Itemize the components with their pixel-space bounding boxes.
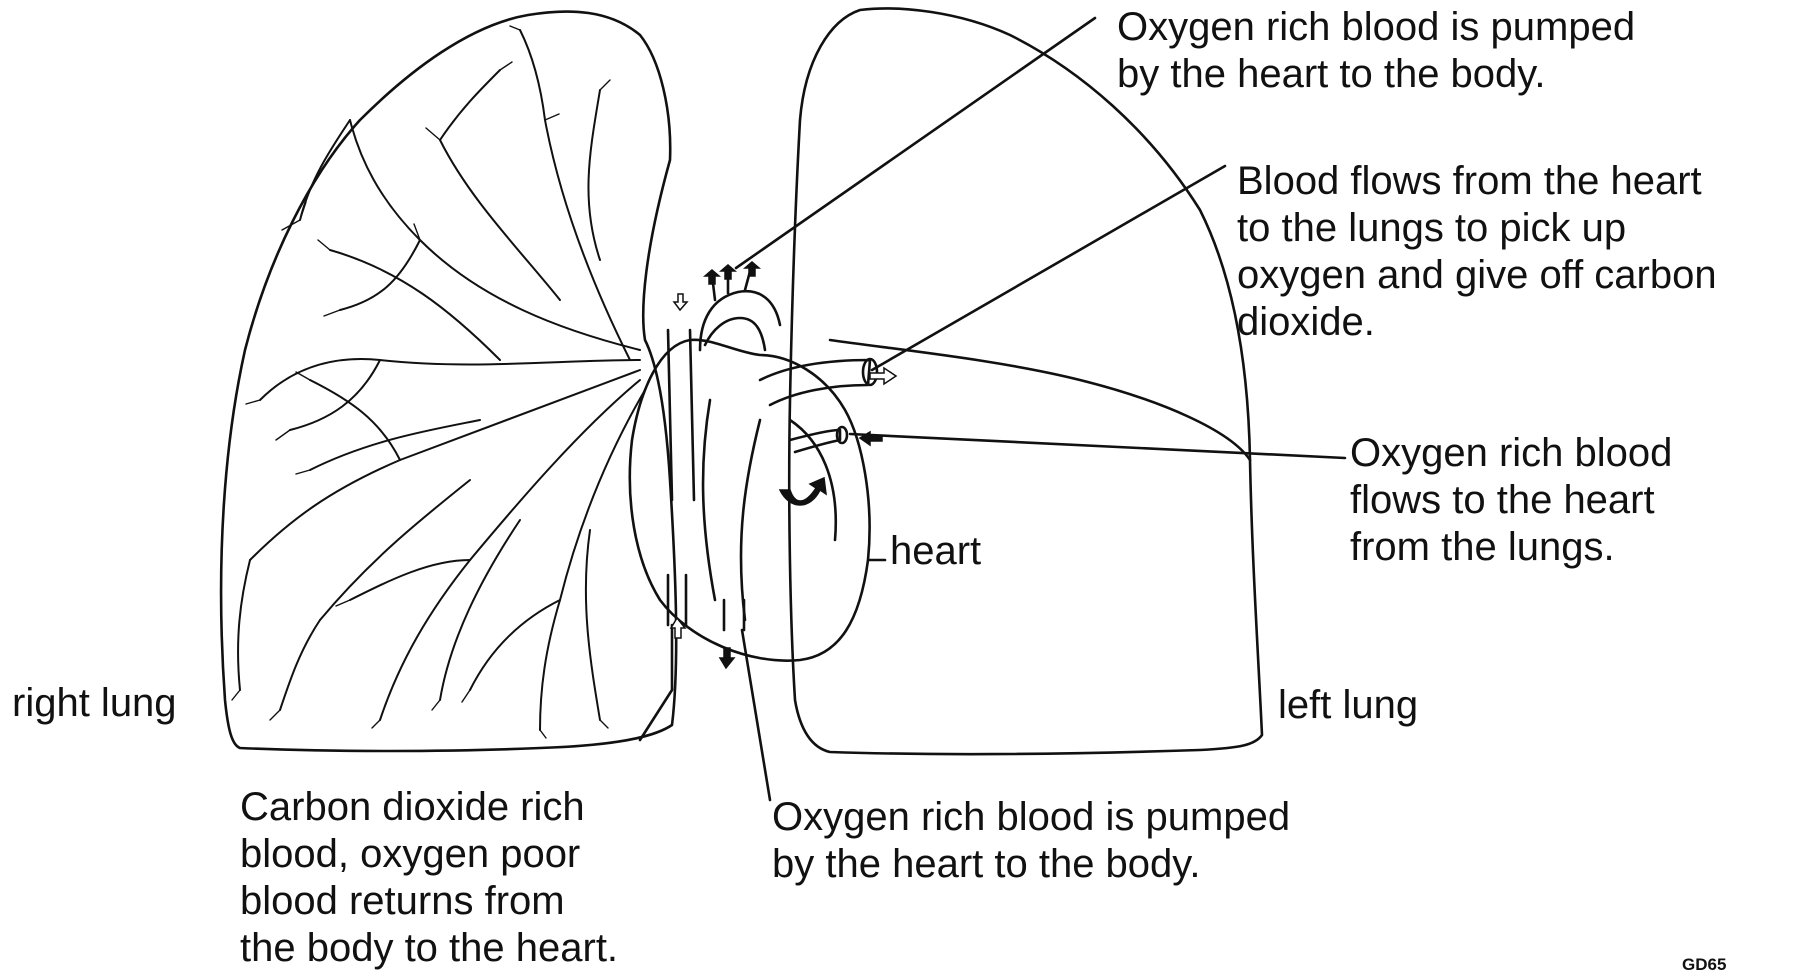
label-line: dioxide. — [1237, 299, 1717, 346]
pointer-mid-right — [872, 166, 1225, 370]
arrow-vena-down — [674, 294, 687, 310]
pointer-lower-right — [850, 434, 1345, 458]
label-lower-right: Oxygen rich blood flows to the heart fro… — [1350, 430, 1672, 571]
label-line: by the heart to the body. — [1117, 51, 1635, 98]
label-line: the body to the heart. — [240, 925, 618, 972]
right-lung-vessels — [238, 30, 645, 730]
pointer-bottom-center — [742, 630, 770, 800]
pulmonary-artery — [760, 360, 870, 405]
arrow-aorta-1 — [705, 270, 719, 284]
arrow-aorta-3 — [745, 262, 759, 276]
label-line: blood, oxygen poor — [240, 831, 618, 878]
pointer-bottom-left — [640, 625, 672, 740]
label-line: Blood flows from the heart — [1237, 158, 1717, 205]
label-bottom-left: Carbon dioxide rich blood, oxygen poor b… — [240, 784, 618, 972]
label-line: Oxygen rich blood is pumped — [772, 794, 1290, 841]
label-line: blood returns from — [240, 878, 618, 925]
label-line: Oxygen rich blood — [1350, 430, 1672, 477]
label-line: Oxygen rich blood is pumped — [1117, 4, 1635, 51]
arrow-heart-curve — [780, 478, 826, 505]
label-mid-right: Blood flows from the heart to the lungs … — [1237, 158, 1717, 346]
superior-vena-cava — [668, 330, 694, 500]
arrow-aorta-2 — [721, 265, 735, 279]
heart-inner-left — [703, 400, 715, 600]
label-right-lung: right lung — [12, 680, 177, 727]
label-line: by the heart to the body. — [772, 841, 1290, 888]
label-top-right: Oxygen rich blood is pumped by the heart… — [1117, 4, 1635, 98]
descending-aorta — [724, 600, 744, 630]
pointer-top-right — [736, 18, 1095, 268]
label-line: flows to the heart — [1350, 477, 1672, 524]
label-heart: heart — [890, 528, 981, 575]
pulmonary-vein — [790, 430, 840, 452]
label-left-lung: left lung — [1278, 682, 1418, 729]
label-line: oxygen and give off carbon — [1237, 252, 1717, 299]
label-bottom-center: Oxygen rich blood is pumped by the heart… — [772, 794, 1290, 888]
label-line: from the lungs. — [1350, 524, 1672, 571]
label-line: to the lungs to pick up — [1237, 205, 1717, 252]
figure-code: GD65 — [1682, 955, 1726, 975]
left-lung-outline — [789, 8, 1262, 754]
label-line: Carbon dioxide rich — [240, 784, 618, 831]
heart-septum — [741, 420, 760, 620]
